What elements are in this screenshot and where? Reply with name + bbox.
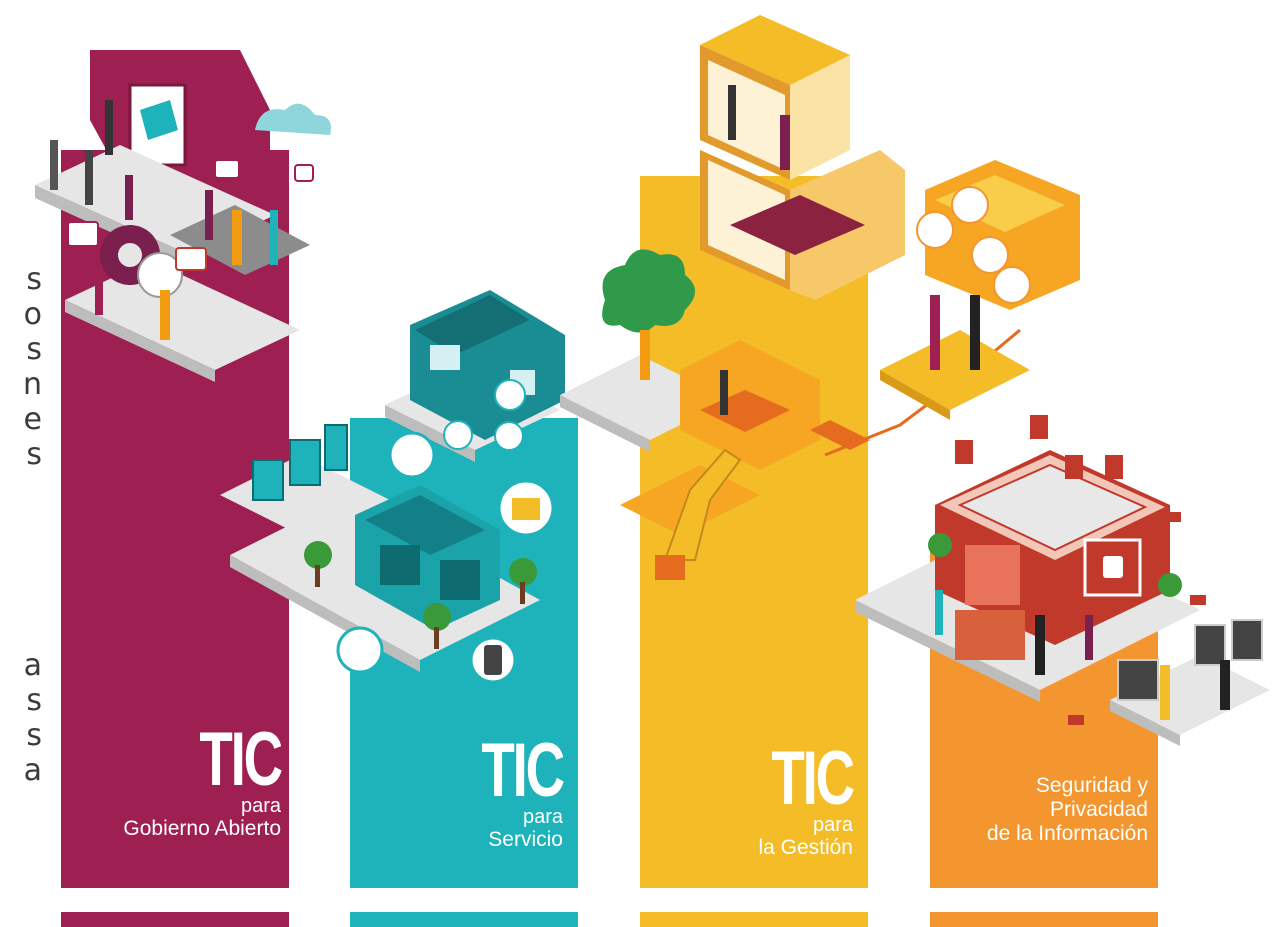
seguridad-illustration	[855, 415, 1270, 746]
column-title-line-2: Privacidad	[1049, 798, 1148, 821]
column-title-line-3: de la Información	[986, 822, 1148, 845]
column-subtitle-para: para	[812, 814, 853, 836]
column-subtitle: la Gestión	[758, 836, 853, 859]
gestion-illustration	[560, 15, 1080, 580]
bar-bottom-seguridad	[930, 912, 1158, 927]
bar-bottom-gobierno	[61, 912, 289, 927]
servicio-illustration	[220, 290, 565, 684]
bar-bottom-servicio	[350, 912, 578, 927]
tic-heading: TIC	[771, 736, 855, 821]
letter: s	[26, 718, 42, 753]
column-gobierno-abierto-text: TIC para Gobierno Abierto	[61, 717, 283, 841]
letter: n	[22, 367, 42, 402]
letter: a	[23, 753, 42, 788]
tic-heading: TIC	[481, 728, 565, 813]
column-gestion-text: TIC para la Gestión	[640, 736, 855, 860]
column-subtitle-para: para	[522, 806, 563, 828]
tic-heading: TIC	[199, 717, 283, 802]
column-title-line-1: Seguridad y	[1035, 774, 1148, 797]
letter: s	[26, 437, 42, 472]
letter: s	[26, 262, 42, 297]
bar-bottom-gestion	[640, 912, 868, 927]
column-subtitle: Gobierno Abierto	[123, 817, 281, 840]
letter: s	[26, 332, 42, 367]
column-subtitle-para: para	[240, 795, 281, 817]
letter: e	[23, 402, 42, 437]
letter: a	[23, 648, 42, 683]
column-subtitle: Servicio	[488, 828, 563, 851]
left-text-fragment-1: s o s n e s	[18, 262, 42, 472]
gobierno-abierto-illustration	[35, 50, 331, 382]
column-seguridad-text: Seguridad y Privacidad de la Información	[930, 774, 1148, 846]
left-text-fragment-2: a s s a	[18, 648, 42, 788]
letter: s	[26, 683, 42, 718]
column-servicio-text: TIC para Servicio	[350, 728, 565, 852]
letter: o	[23, 297, 42, 332]
